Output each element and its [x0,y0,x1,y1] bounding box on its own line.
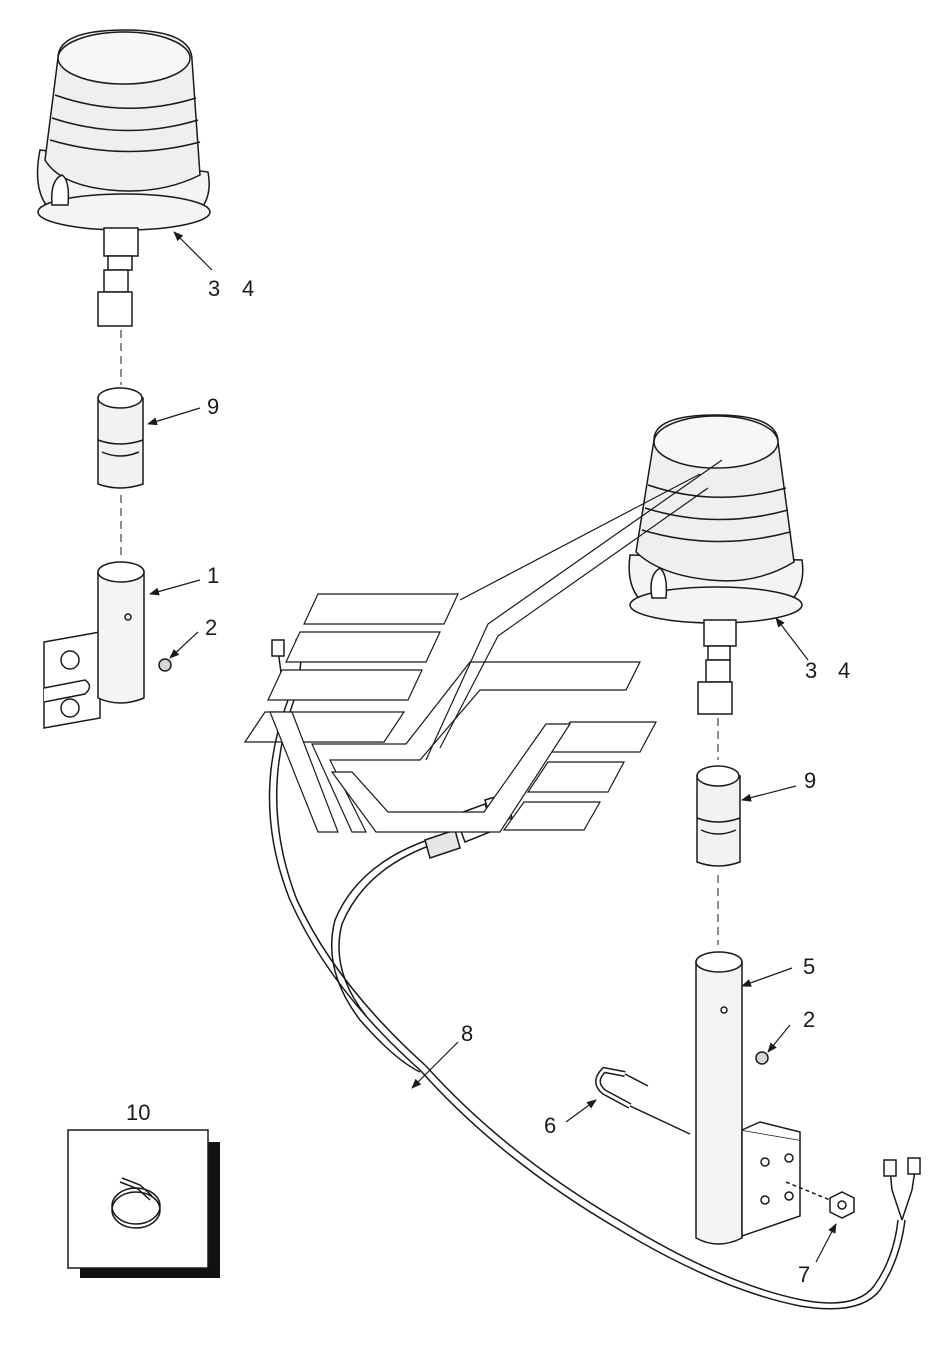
callout-clamp-kit-10: 10 [126,1100,151,1125]
right-nut [755,1051,769,1065]
callout-nut-7: 7 [798,1262,811,1287]
callout-right-adapter-9: 9 [804,768,817,793]
leader-lines [147,231,837,1263]
hex-nut [785,1181,855,1219]
left-nut [158,658,172,672]
left-mount-bracket [43,561,145,729]
callout-harness-8: 8 [461,1021,474,1046]
callout-left-mount-1: 1 [207,563,220,588]
callout-left-adapter-9: 9 [207,394,220,419]
left-beacon-light [36,29,211,327]
callout-left-nut-2: 2 [205,615,218,640]
u-bolt [595,1066,691,1135]
right-adapter [696,765,741,867]
watermark-logo [243,459,723,833]
right-beacon-light [628,414,804,715]
right-mount-pole [695,951,801,1245]
callout-right-beacon-4: 4 [838,658,851,683]
callout-left-beacon-3: 3 [208,276,221,301]
callout-right-nut-2: 2 [803,1007,816,1032]
left-adapter [97,387,144,489]
callout-right-mount-5: 5 [803,954,816,979]
callout-right-beacon-3: 3 [805,658,818,683]
callout-ubolt-6: 6 [544,1113,557,1138]
clamp-kit-inset [67,1129,220,1278]
callout-left-beacon-4: 4 [242,276,255,301]
